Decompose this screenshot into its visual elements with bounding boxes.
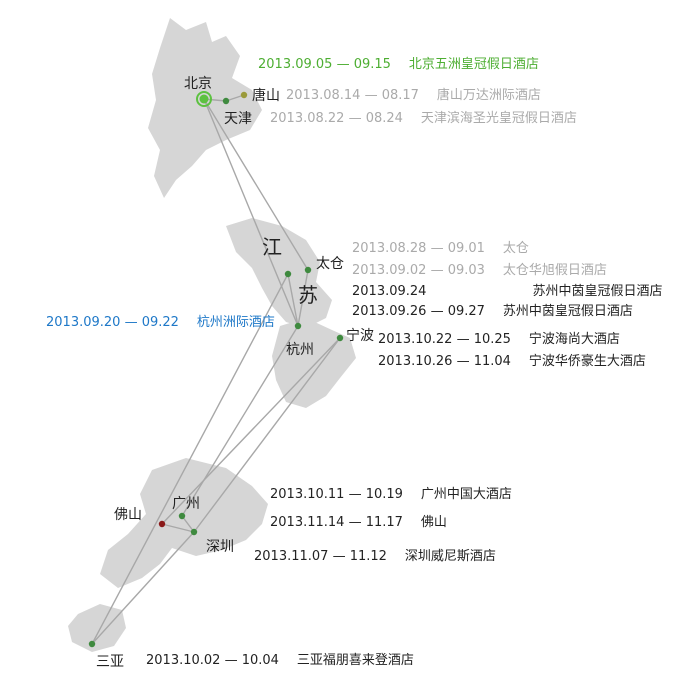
- route-ningbo-foshan: [161, 337, 341, 525]
- stay-dates: 2013.10.22 — 10.25: [378, 332, 511, 347]
- route-beijing-hangzhou: [203, 98, 299, 327]
- stay-entry-suzhou-2: 2013.09.26 — 09.27 苏州中茵皇冠假日酒店: [352, 304, 633, 320]
- stay-entry-ningbo-1: 2013.10.22 — 10.25 宁波海尚大酒店: [378, 332, 620, 348]
- stay-entry-ningbo-2: 2013.10.26 — 11.04 宁波华侨豪生大酒店: [378, 354, 646, 370]
- stay-entry-taicang-2: 2013.09.02 — 09.03 太仓华旭假日酒店: [352, 263, 607, 279]
- route-guangzhou-shenzhen: [181, 515, 195, 533]
- marker-guangzhou: [178, 512, 186, 520]
- stay-entry-hangzhou: 2013.09.20 — 09.22 杭州洲际酒店: [46, 315, 275, 331]
- stay-entry-suzhou-1: 2013.09.24 苏州中茵皇冠假日酒店: [352, 284, 662, 300]
- stay-entry-shenzhen: 2013.11.07 — 11.12 深圳威尼斯酒店: [254, 549, 496, 565]
- stay-hotel: 广州中国大酒店: [420, 487, 512, 502]
- route-suzhou-hangzhou: [287, 273, 299, 327]
- stay-hotel: 宁波华侨豪生大酒店: [528, 354, 646, 369]
- stay-hotel: 太仓华旭假日酒店: [502, 263, 607, 278]
- city-label-tianjin: 天津: [224, 111, 252, 127]
- jiangsu-region-shape: [226, 218, 332, 328]
- stay-hotel: 北京五洲皇冠假日酒店: [408, 57, 539, 72]
- stay-entry-sanya: 2013.10.02 — 10.04 三亚福朋喜来登酒店: [146, 653, 414, 669]
- marker-tianjin: [222, 97, 230, 105]
- stay-dates: 2013.09.02 — 09.03: [352, 263, 485, 278]
- stay-hotel: 深圳威尼斯酒店: [404, 549, 496, 564]
- hainan-region-shape: [68, 604, 126, 652]
- north-region-shape: [148, 18, 262, 198]
- stay-dates: 2013.09.05 — 09.15: [258, 57, 391, 72]
- province-label-line2: 苏: [298, 283, 318, 307]
- city-label-beijing: 北京: [184, 76, 212, 92]
- stay-dates: 2013.10.26 — 11.04: [378, 354, 511, 369]
- stay-dates: 2013.09.26 — 09.27: [352, 304, 485, 319]
- route-hangzhou-guangzhou: [181, 325, 299, 517]
- route-lines: [91, 94, 341, 645]
- stay-hotel: 太仓: [502, 241, 529, 256]
- city-label-ningbo: 宁波: [346, 328, 374, 344]
- route-beijing-taicang: [203, 98, 309, 271]
- stay-dates: 2013.08.28 — 09.01: [352, 241, 485, 256]
- stay-hotel: 唐山万达洲际酒店: [436, 88, 541, 103]
- marker-foshan: [158, 520, 166, 528]
- stay-entry-guangzhou: 2013.10.11 — 10.19 广州中国大酒店: [270, 487, 512, 503]
- city-label-shenzhen: 深圳: [206, 539, 234, 555]
- route-suzhou-sanya: [91, 273, 289, 645]
- marker-suzhou: [284, 270, 292, 278]
- stay-hotel: 宁波海尚大酒店: [528, 332, 620, 347]
- city-markers: [88, 91, 344, 648]
- city-label-guangzhou: 广州: [172, 496, 200, 512]
- route-taicang-hangzhou: [297, 269, 309, 327]
- city-label-taicang: 太仓: [316, 256, 344, 272]
- city-label-tangshan: 唐山: [252, 88, 280, 104]
- stay-hotel: 苏州中茵皇冠假日酒店: [532, 284, 663, 299]
- stay-dates: 2013.08.14 — 08.17: [286, 88, 419, 103]
- stay-dates: 2013.08.22 — 08.24: [270, 111, 403, 126]
- marker-taicang: [304, 266, 312, 274]
- stay-entry-tangshan: 2013.08.14 — 08.17 唐山万达洲际酒店: [286, 88, 541, 104]
- stay-dates: 2013.10.02 — 10.04: [146, 653, 279, 668]
- stay-entry-foshan: 2013.11.14 — 11.17 佛山: [270, 515, 447, 531]
- route-shenzhen-sanya: [91, 531, 195, 645]
- stay-entry-beijing: 2013.09.05 — 09.15 北京五洲皇冠假日酒店: [258, 57, 539, 73]
- stay-dates: 2013.09.20 — 09.22: [46, 315, 179, 330]
- stay-dates: 2013.09.24: [352, 284, 427, 299]
- route-foshan-shenzhen: [161, 523, 195, 533]
- stay-dates: 2013.11.07 — 11.12: [254, 549, 387, 564]
- city-label-hangzhou: 杭州: [286, 342, 314, 358]
- stay-hotel: 苏州中茵皇冠假日酒店: [502, 304, 633, 319]
- stay-hotel: 天津滨海圣光皇冠假日酒店: [420, 111, 577, 126]
- stay-entry-taicang-1: 2013.08.28 — 09.01 太仓: [352, 241, 529, 257]
- marker-ningbo: [336, 334, 344, 342]
- province-label-line1: 江: [262, 235, 282, 259]
- marker-beijing: [199, 94, 209, 104]
- marker-sanya: [88, 640, 96, 648]
- guangdong-region-shape: [100, 458, 268, 588]
- route-ningbo-shenzhen: [193, 337, 341, 533]
- stay-hotel: 杭州洲际酒店: [196, 315, 275, 330]
- marker-ring-beijing: [196, 91, 212, 107]
- stay-dates: 2013.10.11 — 10.19: [270, 487, 403, 502]
- stay-dates: 2013.11.14 — 11.17: [270, 515, 403, 530]
- marker-shenzhen: [190, 528, 198, 536]
- stay-hotel: 三亚福朋喜来登酒店: [296, 653, 414, 668]
- stay-entry-tianjin: 2013.08.22 — 08.24 天津滨海圣光皇冠假日酒店: [270, 111, 577, 127]
- zhejiang-region-shape: [272, 318, 356, 408]
- city-label-sanya: 三亚: [96, 654, 124, 670]
- marker-hangzhou: [294, 322, 302, 330]
- stay-hotel: 佛山: [420, 515, 447, 530]
- marker-tangshan: [240, 91, 248, 99]
- city-label-foshan: 佛山: [114, 507, 142, 523]
